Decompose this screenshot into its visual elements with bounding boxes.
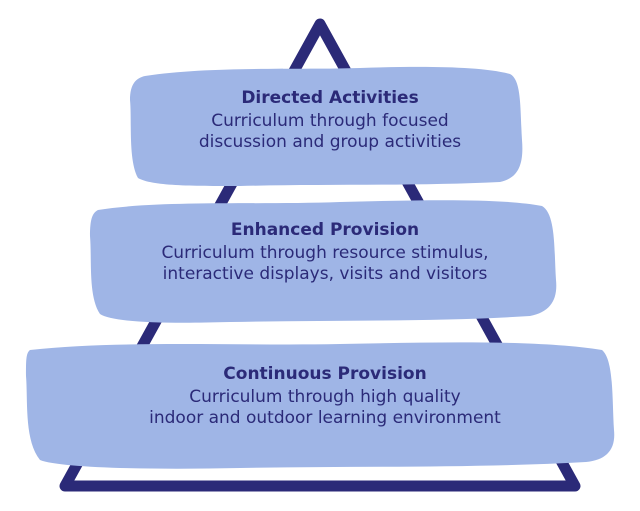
tier-description-line: Curriculum through resource stimulus, — [161, 243, 489, 264]
tier-label-top: Directed Activities Curriculum through f… — [135, 88, 525, 153]
tier-description-line: interactive displays, visits and visitor… — [162, 264, 488, 285]
tier-label-bottom: Continuous Provision Curriculum through … — [60, 364, 590, 429]
tier-description-line: indoor and outdoor learning environment — [149, 408, 501, 429]
tier-title-directed-activities: Directed Activities — [241, 88, 419, 108]
tier-description-line: Curriculum through high quality — [189, 387, 461, 408]
tier-label-middle: Enhanced Provision Curriculum through re… — [90, 220, 560, 285]
tier-description-line: discussion and group activities — [198, 132, 462, 153]
tier-title-continuous-provision: Continuous Provision — [223, 364, 427, 384]
tier-title-enhanced-provision: Enhanced Provision — [230, 220, 420, 240]
tier-description-line: Curriculum through focused — [211, 111, 449, 132]
